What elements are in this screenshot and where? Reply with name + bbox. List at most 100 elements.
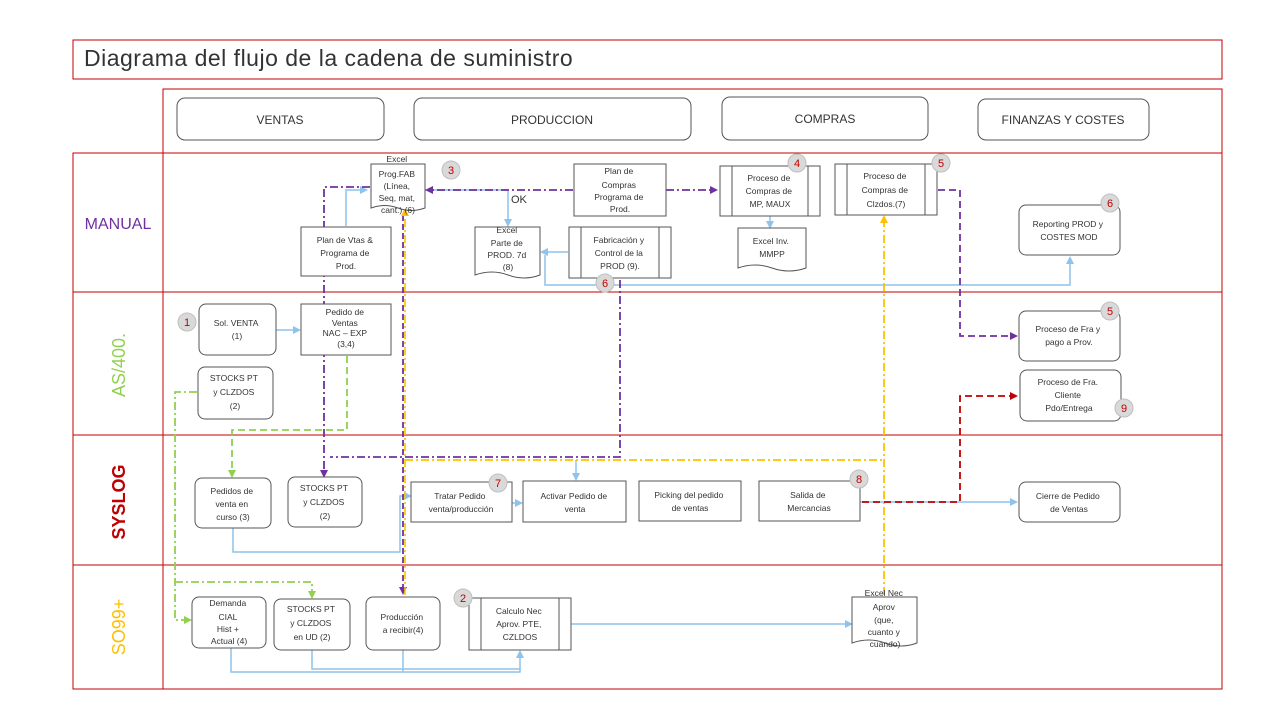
node-calculo-nec: Calculo Nec Aprov. PTE, CZLDOS (468, 597, 572, 651)
svg-text:9: 9 (1121, 403, 1127, 415)
svg-text:Excel Parte de PRO: Excel Parte de PROD. 7d (8) (487, 225, 528, 272)
svg-text:Demanda CIAL Hist: Demanda CIAL Hist + Actual (4) (209, 598, 248, 646)
flow-demanda-calculo (230, 648, 524, 673)
node-excel-parte-prod: Excel Parte de PROD. 7d (8) (474, 225, 541, 279)
svg-text:Activar Pedido de venta: Activar Pedido de venta (541, 491, 610, 514)
node-sol-venta: Sol. VENTA (1) (198, 303, 277, 356)
svg-text:STOCKS PT y CLZDOS: STOCKS PT y CLZDOS en UD (2) (287, 604, 337, 642)
flow-fab-syslog (330, 280, 621, 458)
flow-to-stocksud (175, 581, 316, 599)
flow-planvtas-excelprog (345, 186, 368, 226)
svg-text:8: 8 (856, 474, 862, 486)
node-proceso-compras-mp: Proceso de Compras de MP, MAUX (719, 165, 821, 217)
svg-text:5: 5 (1107, 306, 1113, 318)
node-excel-nec: Excel Nec Aprov (que, cuanto y cuando) (851, 588, 918, 649)
badge-8: 8 (849, 469, 869, 489)
dept-ventas (176, 97, 385, 141)
node-activar-pedido: Activar Pedido de venta (522, 480, 627, 523)
svg-text:5: 5 (938, 158, 944, 170)
node-excel-inv: Excel Inv. MMPP (737, 227, 807, 272)
svg-text:6: 6 (602, 278, 608, 290)
page-title: Diagrama del flujo de la cadena de sumin… (84, 45, 573, 71)
dept-compras-label: COMPRAS (795, 112, 856, 126)
badge-5-fra: 5 (1100, 301, 1120, 321)
flow-compras-fraprov (938, 189, 1018, 340)
node-pedido-ventas: Pedido de Ventas NAC – EXP (3,4) (300, 303, 392, 356)
badge-7: 7 (488, 473, 508, 493)
svg-text:STOCKS PT y CLZDOS: STOCKS PT y CLZDOS (2) (300, 483, 350, 521)
flow-stocksud-calculo (311, 650, 520, 670)
node-reporting: Reporting PROD y COSTES MOD (1018, 204, 1121, 256)
badge-4: 4 (787, 153, 807, 173)
svg-text:Tratar Pedido venta/prod: Tratar Pedido venta/producción (429, 491, 494, 514)
svg-text:Sol. VENTA (1): Sol. VENTA (1) (214, 318, 261, 341)
node-proceso-fra-prov: Proceso de Fra y pago a Prov. (1018, 310, 1121, 362)
svg-text:STOCKS PT y CLZDOS: STOCKS PT y CLZDOS (2) (210, 373, 260, 411)
dept-produccion (413, 97, 692, 141)
node-salida: Salida de Mercancias (758, 480, 861, 522)
badge-3: 3 (441, 160, 461, 180)
node-cierre: Cierre de Pedido de Ventas (1018, 481, 1121, 523)
flow-stocks-demanda (174, 391, 197, 624)
svg-text:Excel Nec Aprov (q: Excel Nec Aprov (que, cuanto y cuando) (865, 588, 906, 649)
lanes-frame (72, 152, 1223, 690)
dept-produccion-label: PRODUCCION (511, 113, 593, 127)
lane-label-as400: AS/400. (109, 333, 129, 397)
ok-label: OK (511, 194, 528, 206)
badge-2: 2 (453, 588, 473, 608)
svg-text:Proceso de Compras de: Proceso de Compras de MP, MAUX (746, 173, 795, 209)
svg-text:2: 2 (460, 593, 466, 605)
dept-finanzas-label: FINANZAS Y COSTES (1002, 113, 1125, 127)
svg-text:Cierre de Pedido de Vent: Cierre de Pedido de Ventas (1036, 491, 1102, 514)
dept-finanzas (977, 98, 1150, 141)
dept-compras (721, 96, 929, 141)
flow-salida-fracliente (862, 392, 1018, 503)
node-produccion-recibir: Producción a recibir(4) (365, 596, 441, 651)
flow-excelprog-parte (425, 189, 512, 227)
node-stocks-syslog: STOCKS PT y CLZDOS (2) (287, 476, 363, 528)
badge-9: 9 (1114, 398, 1134, 418)
svg-text:Proceso de Fra y pago a: Proceso de Fra y pago a Prov. (1035, 324, 1102, 347)
svg-text:Fabricación y Control de: Fabricación y Control de la PROD (9). (594, 235, 647, 271)
node-proceso-compras-clzdos: Proceso de Compras de Clzdos.(7) (834, 163, 938, 216)
node-excel-prog-fab: Excel Prog.FAB (Línea, Seq, mat, cant.) … (370, 154, 426, 215)
svg-text:6: 6 (1107, 198, 1113, 210)
svg-text:Proceso de Fra. Cliente: Proceso de Fra. Cliente Pdo/Entrega (1038, 377, 1101, 413)
svg-text:Pedidos de venta en: Pedidos de venta en curso (3) (211, 486, 256, 522)
svg-text:3: 3 (448, 165, 454, 177)
svg-text:Proceso de Compras de: Proceso de Compras de Clzdos.(7) (862, 171, 911, 209)
node-pedidos-curso: Pedidos de venta en curso (3) (194, 477, 272, 529)
node-fabricacion: Fabricación y Control de la PROD (9). (568, 226, 672, 279)
lane-label-syslog: SYSLOG (109, 464, 129, 539)
badge-6-fabricacion: 6 (595, 273, 615, 293)
dept-ventas-label: VENTAS (256, 113, 303, 127)
svg-text:Picking del pedido de ve: Picking del pedido de ventas (654, 490, 725, 513)
svg-text:Excel Prog.FAB (Lí: Excel Prog.FAB (Línea, Seq, mat, cant.) … (379, 154, 418, 215)
svg-text:Producción a recibir(4): Producción a recibir(4) (381, 612, 426, 635)
node-stocks-ud: STOCKS PT y CLZDOS en UD (2) (273, 598, 351, 651)
svg-text:Reporting PROD y COSTES: Reporting PROD y COSTES MOD (1033, 219, 1106, 242)
title-frame (72, 39, 1223, 80)
svg-text:Salida de Mercancias: Salida de Mercancias (787, 490, 830, 513)
svg-text:Pedido de Ventas N: Pedido de Ventas NAC – EXP (3,4) (323, 307, 370, 349)
node-stocks-as400: STOCKS PT y CLZDOS (2) (197, 366, 274, 420)
lane-label-manual: MANUAL (85, 216, 152, 233)
node-picking: Picking del pedido de ventas (638, 480, 742, 522)
lane-label-so99: SO99+ (109, 599, 129, 656)
svg-text:1: 1 (184, 317, 190, 329)
svg-text:Plan de Compras Pr: Plan de Compras Programa de Prod. (594, 166, 646, 214)
svg-text:Plan de Vtas & Programa: Plan de Vtas & Programa de Prod. (317, 235, 376, 271)
flow-to-reporting (544, 255, 1074, 286)
badge-5-compras: 5 (931, 153, 951, 173)
badge-1: 1 (177, 312, 197, 332)
svg-text:Calculo Nec Aprov. PTE,: Calculo Nec Aprov. PTE, CZLDOS (496, 606, 544, 642)
badge-6-reporting: 6 (1100, 193, 1120, 213)
svg-text:7: 7 (495, 478, 501, 490)
svg-text:Excel Inv. MMPP: Excel Inv. MMPP (753, 236, 792, 259)
svg-text:4: 4 (794, 158, 800, 170)
node-plan-vtas: Plan de Vtas & Programa de Prod. (300, 226, 392, 277)
node-proceso-fra-cliente: Proceso de Fra. Cliente Pdo/Entrega (1019, 369, 1122, 422)
flow-pedido-curso (228, 356, 348, 478)
node-demanda: Demanda CIAL Hist + Actual (4) (191, 596, 267, 649)
